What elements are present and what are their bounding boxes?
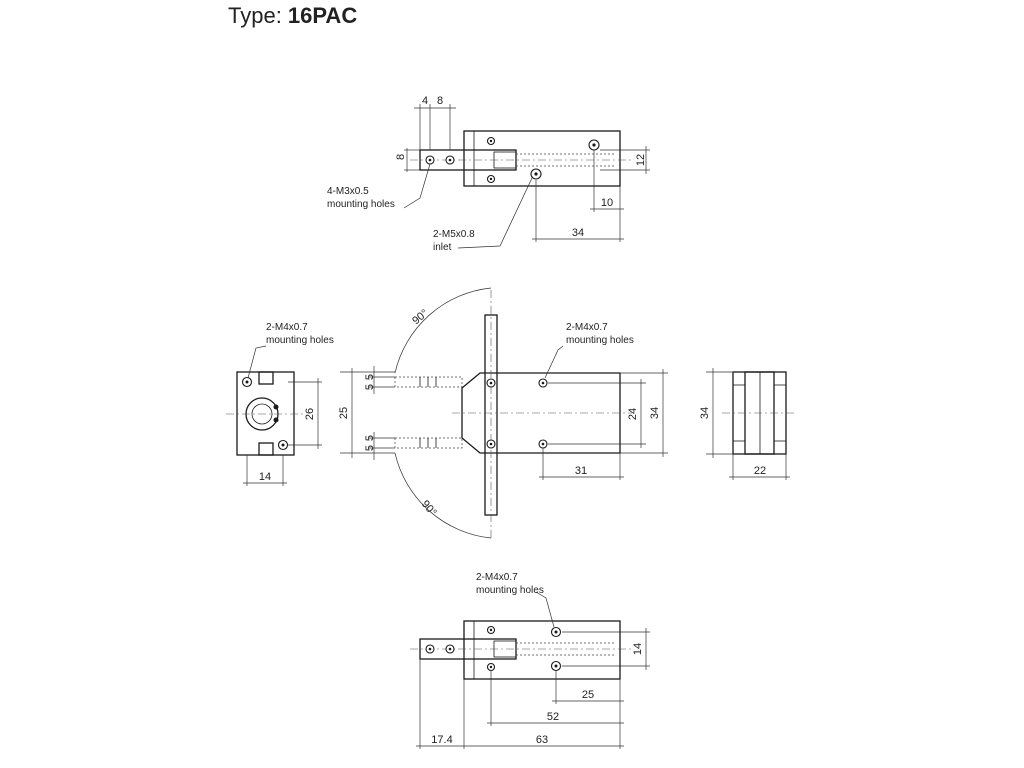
bottom-view: 2-M4x0.7 mounting holes 14 25 52 17.4 63 — [410, 572, 650, 749]
dim-26: 26 — [304, 408, 316, 420]
dim-8-top: 8 — [437, 95, 443, 107]
left-end-view: 2-M4x0.7 mounting holes 26 14 — [226, 322, 334, 486]
dim-31: 31 — [575, 465, 587, 477]
title-model: 16PAC — [287, 3, 358, 28]
dim-34-right: 34 — [699, 407, 711, 419]
angle-upper: 90° — [410, 307, 430, 327]
dim-25-bottom: 25 — [582, 689, 594, 701]
dim-25: 25 — [338, 407, 350, 419]
dim-52: 52 — [547, 711, 559, 723]
dim-5d: 5 — [364, 445, 376, 451]
title-prefix: Type: — [228, 3, 288, 28]
dim-14-left: 14 — [259, 471, 271, 483]
page-title: Type: 16PAC — [228, 3, 357, 29]
dim-12: 12 — [635, 154, 647, 166]
dim-14-bottom: 14 — [632, 643, 644, 655]
left-label-line1: 2-M4x0.7 — [266, 322, 308, 333]
dim-34-front: 34 — [649, 407, 661, 419]
dim-5a: 5 — [364, 374, 376, 380]
dim-22: 22 — [754, 465, 766, 477]
angle-lower: 90° — [419, 498, 439, 518]
dim-10: 10 — [601, 197, 613, 209]
label-m5-line1: 2-M5x0.8 — [433, 229, 475, 240]
front-view: 90° 90° 5 5 25 5 5 24 34 31 2-M4x0.7 mou… — [338, 287, 668, 540]
dim-63: 63 — [536, 734, 548, 746]
front-label-line2: mounting holes — [566, 335, 634, 346]
label-m3-line1: 4-M3x0.5 — [327, 186, 369, 197]
dim-4: 4 — [422, 95, 428, 107]
bottom-label-line2: mounting holes — [476, 585, 544, 596]
dim-24: 24 — [627, 408, 639, 420]
label-m5-line2: inlet — [433, 242, 452, 253]
dim-8-side: 8 — [395, 154, 407, 160]
dim-5c: 5 — [364, 435, 376, 441]
left-label-line2: mounting holes — [266, 335, 334, 346]
bottom-label-line1: 2-M4x0.7 — [476, 572, 518, 583]
dim-17-4: 17.4 — [431, 734, 452, 746]
top-view: 4 8 8 12 10 34 4-M3x0.5 mounting holes 2… — [327, 95, 650, 253]
dim-5b: 5 — [364, 384, 376, 390]
dim-34-top: 34 — [572, 227, 584, 239]
front-label-line1: 2-M4x0.7 — [566, 322, 608, 333]
right-end-view: 34 22 — [699, 368, 796, 480]
label-m3-line2: mounting holes — [327, 199, 395, 210]
